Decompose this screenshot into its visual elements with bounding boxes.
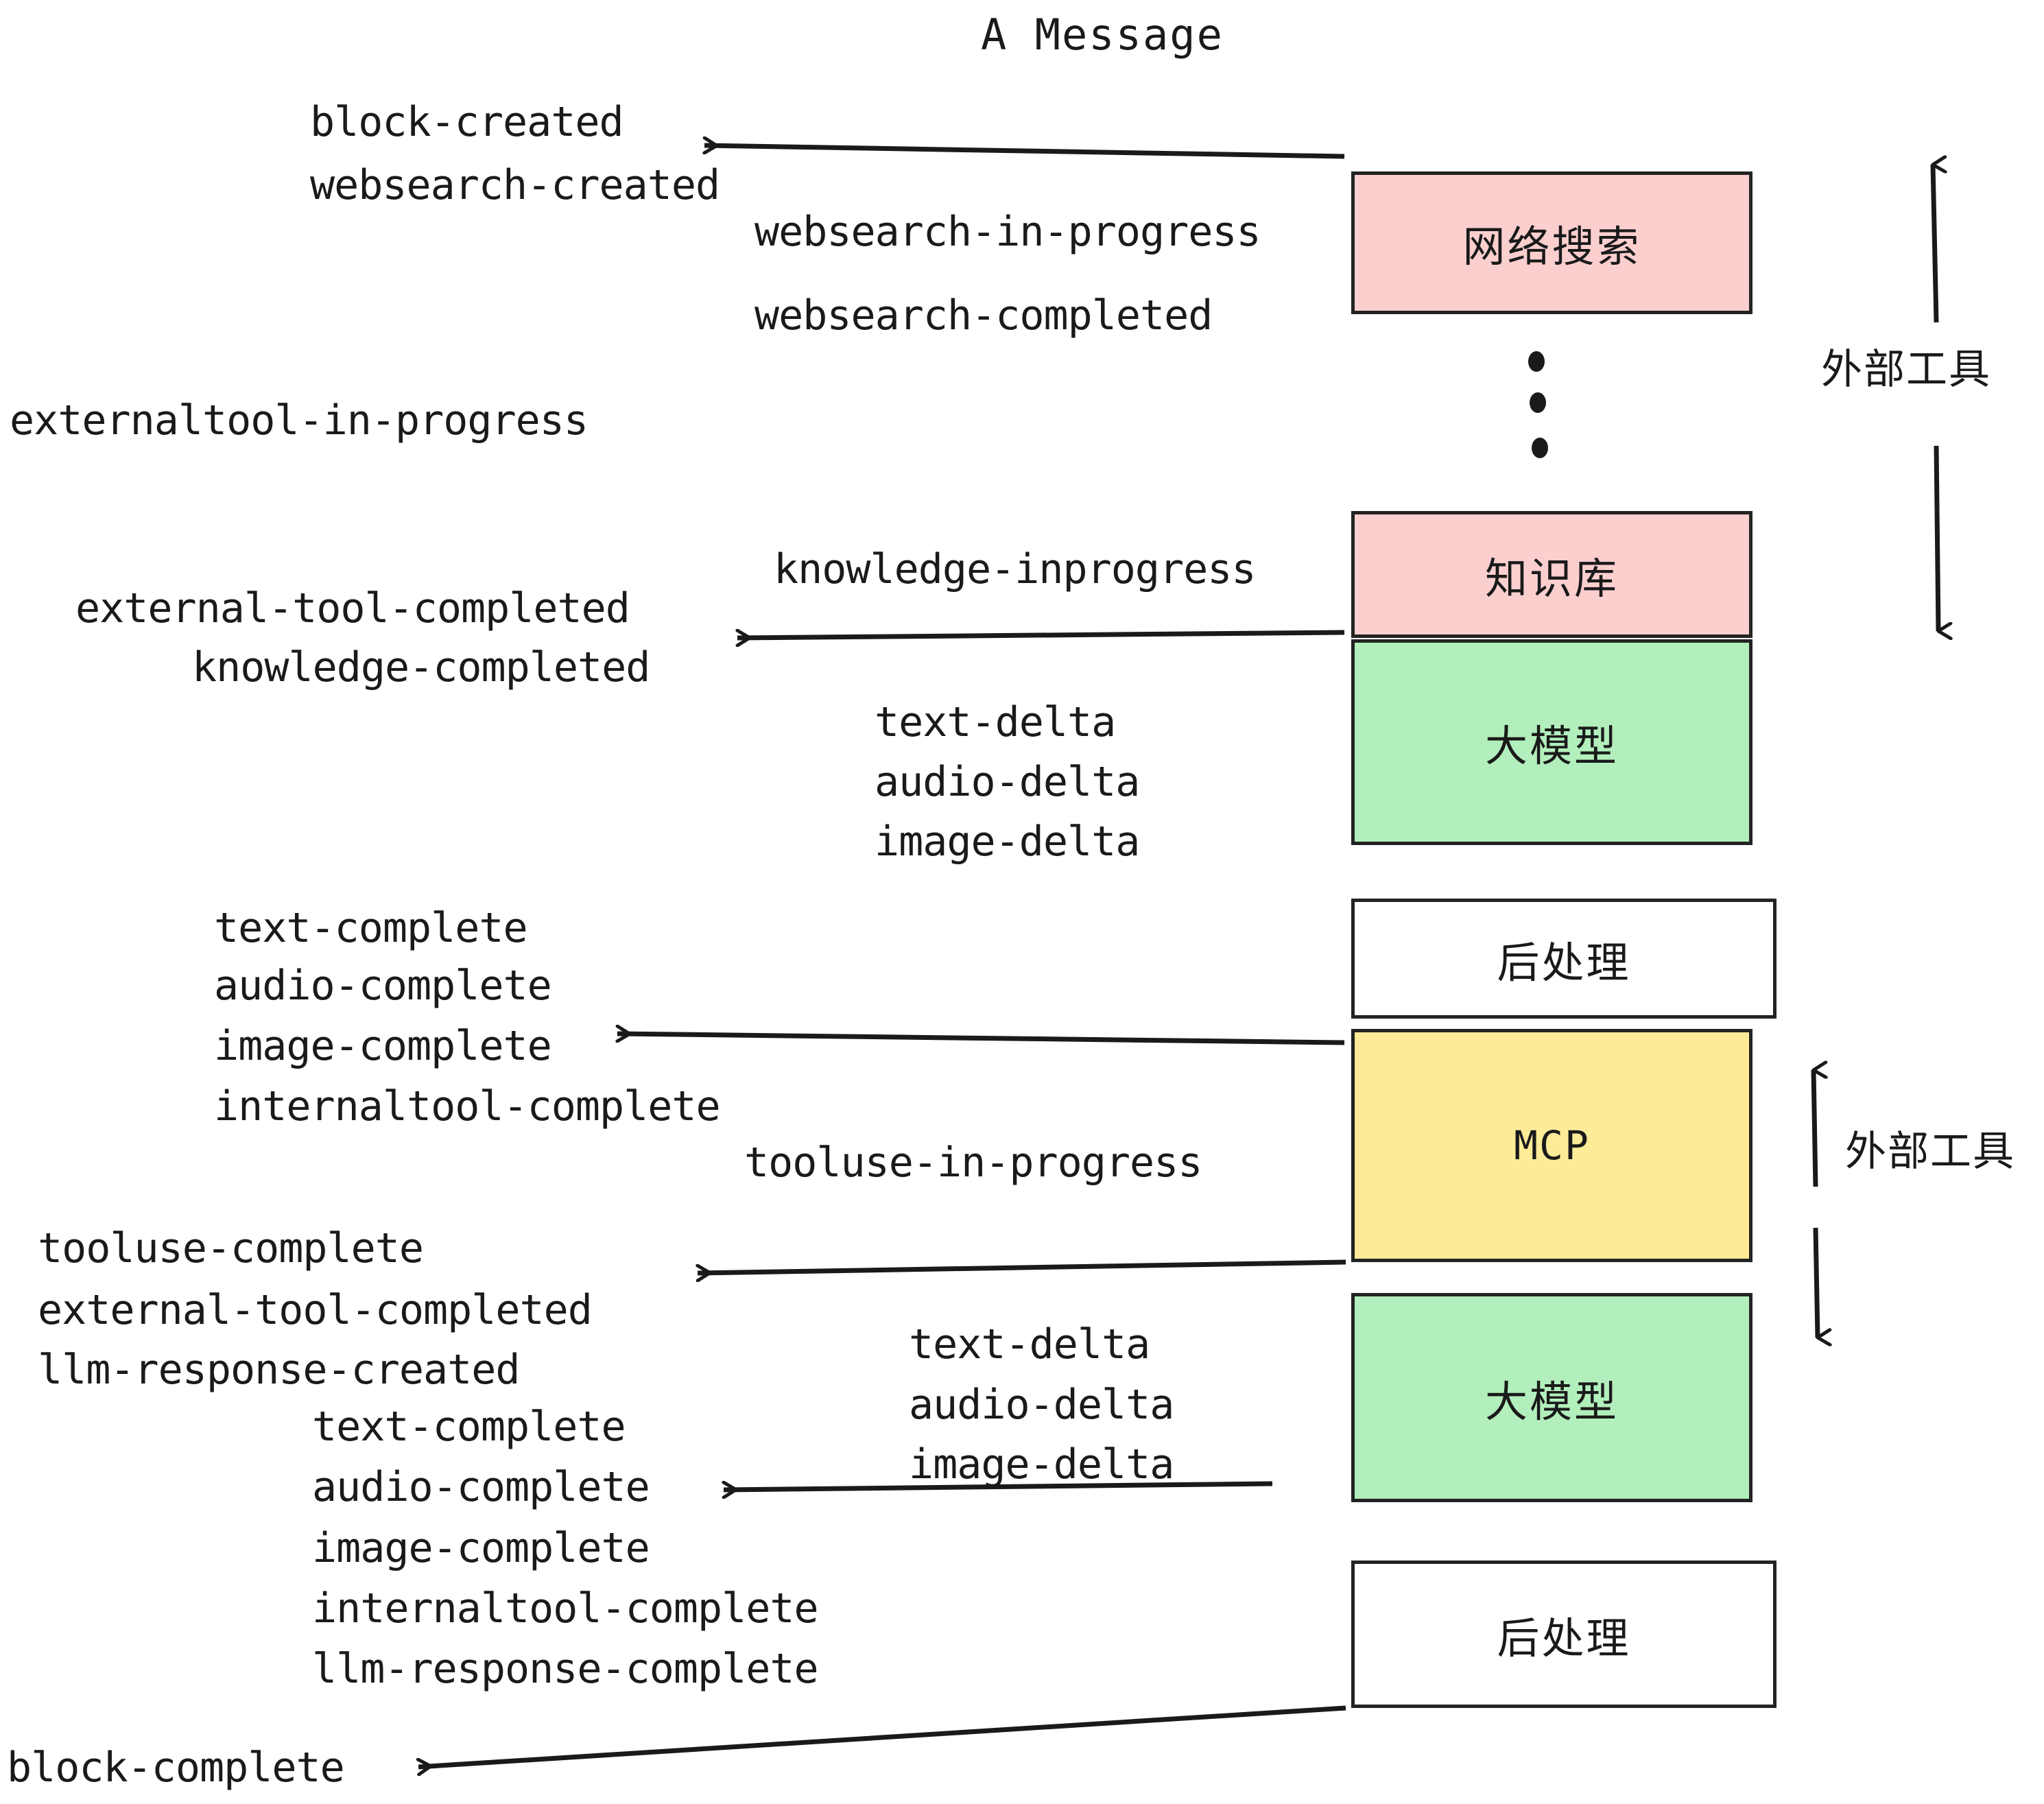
- event-image-complete-1: image-complete: [214, 1022, 552, 1070]
- node-websearch-label: 网络搜索: [1462, 222, 1641, 272]
- event-externaltool-in-progress: externaltool-in-progress: [10, 396, 589, 444]
- ellipsis-dot: [1530, 392, 1546, 413]
- arrow-knowledge-to-knowledge-completed: [737, 632, 1345, 638]
- event-image-complete-2: image-complete: [312, 1524, 650, 1572]
- event-block-complete: block-complete: [7, 1744, 345, 1792]
- node-postprocess-2[interactable]: 后处理: [1351, 1560, 1776, 1708]
- event-audio-delta-1: audio-delta: [875, 758, 1140, 806]
- group-label-external-tools-bottom: 外部工具: [1845, 1128, 2015, 1176]
- node-postprocess-2-label: 后处理: [1497, 1613, 1631, 1663]
- event-tooluse-in-progress: tooluse-in-progress: [744, 1139, 1202, 1187]
- ellipsis-dot: [1528, 351, 1545, 372]
- external-tools-arrow-up-bottom: [1811, 1070, 1816, 1187]
- node-postprocess-1-label: 后处理: [1497, 937, 1631, 988]
- external-tools-arrow-down-top: [1934, 445, 1938, 631]
- event-tooluse-complete: tooluse-complete: [38, 1224, 424, 1272]
- diagram-title: A Message: [981, 10, 1224, 60]
- event-text-delta-2: text-delta: [909, 1320, 1150, 1368]
- external-tools-arrow-down-bottom: [1813, 1227, 1818, 1338]
- event-external-tool-completed-2: external-tool-completed: [38, 1286, 593, 1334]
- arrow-postprocess1-to-image-complete: [617, 1034, 1345, 1045]
- event-text-delta-1: text-delta: [875, 698, 1116, 746]
- arrow-websearch-to-block-created: [704, 145, 1345, 159]
- event-image-delta-2: image-delta: [909, 1440, 1174, 1488]
- node-postprocess-1[interactable]: 后处理: [1351, 899, 1776, 1019]
- group-label-external-tools-top: 外部工具: [1821, 346, 1991, 394]
- node-llm-1-label: 大模型: [1484, 721, 1619, 771]
- event-external-tool-completed-1: external-tool-completed: [75, 584, 630, 632]
- event-knowledge-completed: knowledge-completed: [192, 643, 650, 691]
- event-llm-response-created: llm-response-created: [38, 1346, 520, 1394]
- node-llm-2[interactable]: 大模型: [1351, 1293, 1752, 1502]
- event-llm-response-complete: llm-response-complete: [312, 1645, 819, 1693]
- node-websearch[interactable]: 网络搜索: [1351, 171, 1752, 314]
- event-audio-complete-1: audio-complete: [214, 962, 552, 1010]
- node-knowledge-label: 知识库: [1484, 553, 1619, 604]
- node-mcp[interactable]: MCP: [1351, 1029, 1752, 1262]
- event-websearch-in-progress: websearch-in-progress: [754, 208, 1261, 256]
- event-audio-complete-2: audio-complete: [312, 1463, 650, 1511]
- node-llm-2-label: 大模型: [1484, 1376, 1619, 1427]
- event-image-delta-1: image-delta: [875, 818, 1140, 866]
- ellipsis-dot: [1532, 438, 1548, 458]
- external-tools-arrow-up-top: [1930, 165, 1936, 323]
- arrow-postprocess2-to-block-complete: [418, 1705, 1346, 1767]
- event-text-complete-2: text-complete: [312, 1403, 626, 1451]
- node-llm-1[interactable]: 大模型: [1351, 639, 1752, 845]
- arrow-mcp-to-tooluse-complete: [698, 1259, 1346, 1273]
- event-block-created: block-created: [310, 98, 624, 146]
- event-text-complete-1: text-complete: [214, 904, 528, 952]
- event-internaltool-complete-1: internaltool-complete: [214, 1082, 721, 1130]
- node-knowledge[interactable]: 知识库: [1351, 511, 1752, 638]
- event-knowledge-inprogress: knowledge-inprogress: [774, 545, 1256, 593]
- event-websearch-created: websearch-created: [310, 161, 720, 209]
- event-audio-delta-2: audio-delta: [909, 1381, 1174, 1429]
- node-mcp-label: MCP: [1514, 1122, 1590, 1169]
- event-internaltool-complete-2: internaltool-complete: [312, 1585, 819, 1633]
- event-websearch-completed: websearch-completed: [754, 292, 1213, 340]
